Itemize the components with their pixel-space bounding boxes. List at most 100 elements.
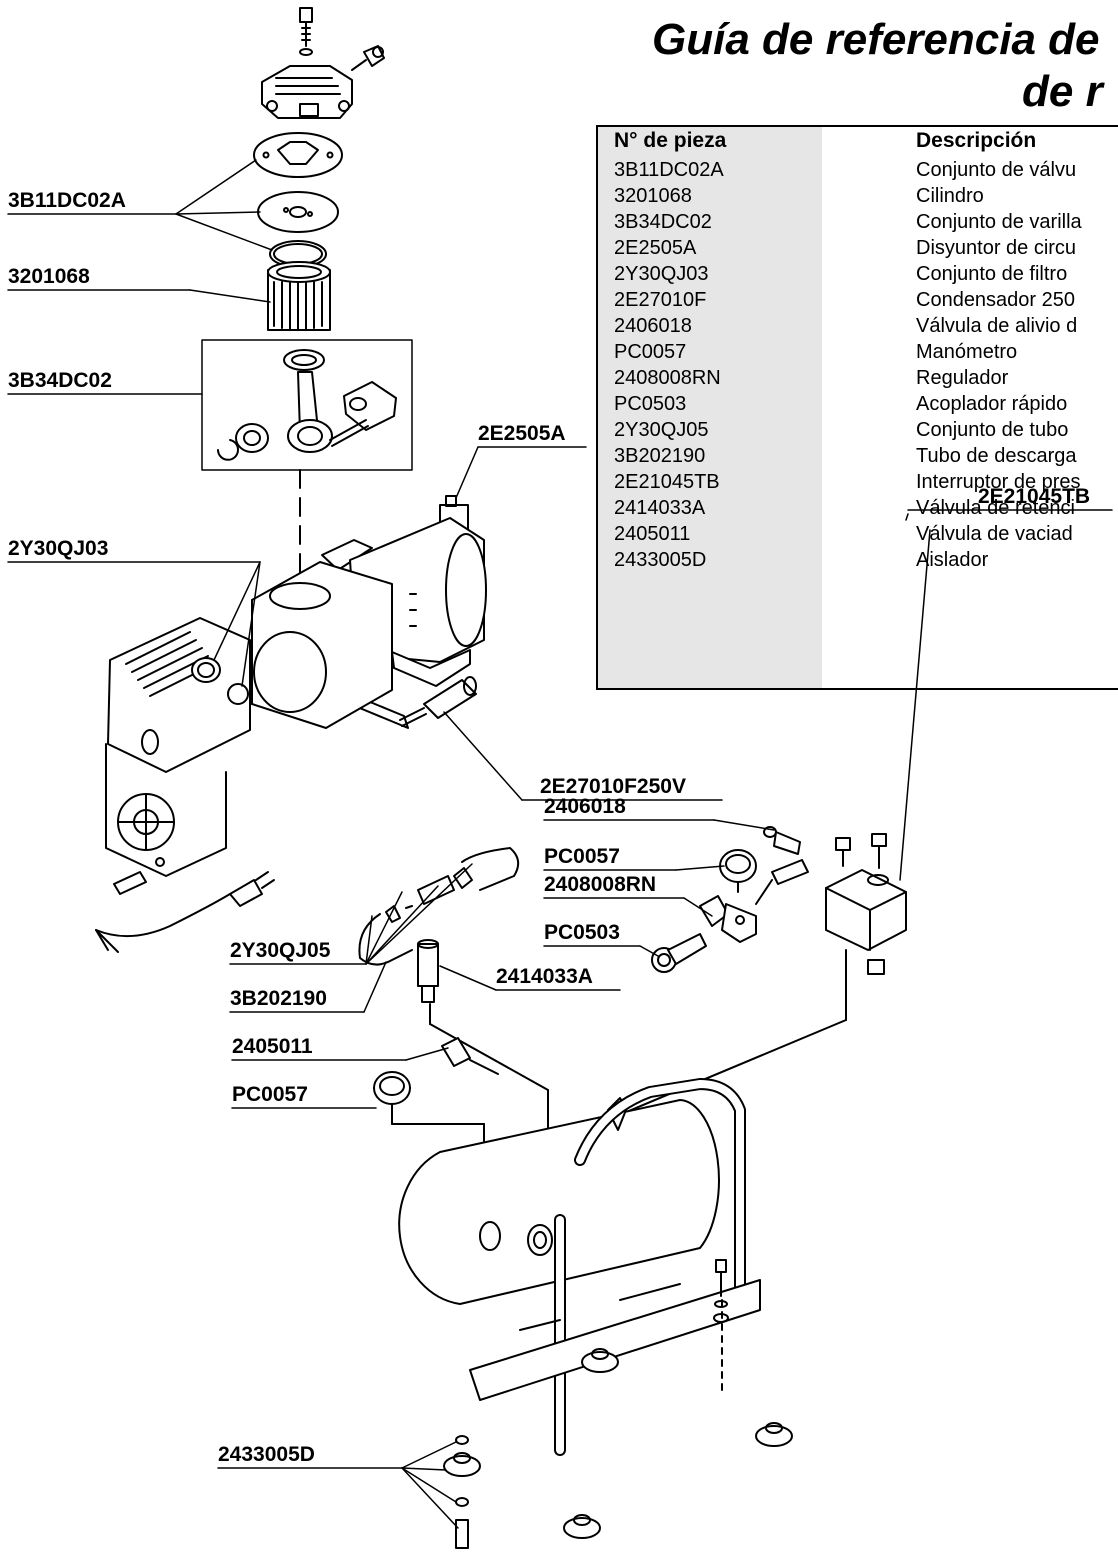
- part-description: Conjunto de tubo: [916, 419, 1069, 441]
- part-description: Disyuntor de circu: [916, 237, 1077, 259]
- callout-label: PC0503: [544, 921, 620, 944]
- page-title-line-1: Guía de referencia de: [652, 15, 1100, 64]
- part-description: Condensador 250: [916, 289, 1076, 311]
- callout-label: 3B202190: [230, 987, 327, 1010]
- callout-label: 2408008RN: [544, 873, 657, 896]
- callout-label: 2405011: [232, 1035, 313, 1058]
- isolator-stack: [443, 1435, 481, 1549]
- roll-frame: [469, 1078, 761, 1456]
- part-number: 3B202190: [614, 445, 706, 467]
- part-description: Tubo de descarga: [916, 445, 1077, 467]
- elbow-fitting: [351, 45, 385, 71]
- rubber-feet: [563, 1348, 793, 1539]
- callout-label: 3201068: [8, 265, 90, 288]
- crankcase: [251, 561, 393, 729]
- table-row: 2E2505A Disyuntor de circu: [598, 235, 1118, 261]
- table-row: 3B202190 Tubo de descarga: [598, 443, 1118, 469]
- callout-label: 3B34DC02: [8, 369, 112, 392]
- table-row: 2Y30QJ05 Conjunto de tubo: [598, 417, 1118, 443]
- page-title-line-2: de r: [1022, 67, 1103, 116]
- cover-screw: [113, 871, 147, 895]
- table-row: 3B34DC02 Conjunto de varilla: [598, 209, 1118, 235]
- connecting-rod-group-box: [201, 339, 413, 471]
- manifold-nipple: [755, 859, 809, 905]
- callout-label: 2Y30QJ03: [8, 537, 109, 560]
- crank-cover-and-fan-shroud: [105, 617, 251, 877]
- check-valve: [417, 939, 439, 1003]
- part-description: Aislador: [916, 549, 989, 571]
- callout-label: 2414033A: [496, 965, 593, 988]
- leader-lines: [7, 159, 1113, 1529]
- callout-label: 2E21045TB: [978, 485, 1091, 508]
- table-row: 3B11DC02A Conjunto de válvu: [598, 157, 1118, 183]
- callout-label: PC0057: [232, 1083, 308, 1106]
- callout-label: 2Y30QJ05: [230, 939, 331, 962]
- part-description: Conjunto de varilla: [916, 211, 1082, 233]
- part-number: 2E27010F: [614, 289, 707, 311]
- table-row: 2406018 Válvula de alivio d: [598, 313, 1118, 339]
- callout-label: 2E27010F250V: [540, 775, 686, 798]
- filter-elements: [191, 657, 249, 705]
- part-description: Conjunto de filtro: [916, 263, 1068, 285]
- part-number: 2Y30QJ05: [614, 419, 709, 441]
- table-row: 2408008RN Regulador: [598, 365, 1118, 391]
- table-row: 3201068 Cilindro: [598, 183, 1118, 209]
- part-number: PC0057: [614, 341, 687, 363]
- part-number: 2433005D: [614, 549, 707, 571]
- table-row: 2405011 Válvula de vaciad: [598, 521, 1118, 547]
- finned-cylinder: [267, 261, 331, 331]
- table-row: 2E27010F Condensador 250: [598, 287, 1118, 313]
- quick-coupler: [651, 933, 707, 973]
- regulator: [699, 895, 757, 943]
- part-number: 3B11DC02A: [614, 159, 724, 181]
- part-number: 2405011: [614, 523, 691, 545]
- part-description: Válvula de vaciad: [916, 523, 1073, 545]
- head-bolt: [299, 7, 313, 56]
- column-header-description: Descripción: [916, 129, 1037, 152]
- column-header-part-number: N° de pieza: [614, 129, 727, 152]
- table-row: PC0057 Manómetro: [598, 339, 1118, 365]
- cylinder-head: [261, 65, 353, 119]
- callout-label: 2433005D: [218, 1443, 315, 1466]
- part-description: Regulador: [916, 367, 1009, 389]
- part-number: 2Y30QJ03: [614, 263, 709, 285]
- table-row: 2414033A Válvula de retenci: [598, 495, 1118, 521]
- part-description: Cilindro: [916, 185, 984, 207]
- capacitor: [399, 676, 477, 727]
- table-row: 2433005D Aislador: [598, 547, 1118, 573]
- part-number: PC0503: [614, 393, 687, 415]
- parts-table: N° de pieza Descripción 3B11DC02A Conjunt…: [596, 125, 1118, 690]
- table-rows: 3B11DC02A Conjunto de válvu 3201068 Cilind…: [598, 157, 1118, 573]
- connecting-rod-assembly: [217, 349, 397, 461]
- relief-valve: [763, 826, 801, 855]
- callout-label: 3B11DC02A: [8, 189, 126, 212]
- part-description: Conjunto de válvu: [916, 159, 1077, 181]
- part-number: 2414033A: [614, 497, 706, 519]
- part-description: Interruptor de pres: [916, 471, 1081, 493]
- part-number: 2408008RN: [614, 367, 721, 389]
- pressure-gauge-top: [719, 849, 757, 893]
- callout-label: 2E2505A: [478, 422, 566, 445]
- air-tank: [398, 1097, 720, 1305]
- drain-valve: [441, 1037, 499, 1075]
- part-number-column-shade: [598, 127, 822, 688]
- table-row: 2E21045TB Interruptor de pres: [598, 469, 1118, 495]
- power-cord: [95, 871, 275, 953]
- pressure-switch: [825, 833, 907, 975]
- part-number: 3B34DC02: [614, 211, 712, 233]
- part-number: 2E2505A: [614, 237, 697, 259]
- part-description: Válvula de retenci: [916, 497, 1075, 519]
- part-number: 2406018: [614, 315, 692, 337]
- tank-bolt: [713, 1259, 729, 1323]
- valve-plate-gasket: [253, 132, 343, 178]
- part-description: Válvula de alivio d: [916, 315, 1078, 337]
- part-number: 2E21045TB: [614, 471, 720, 493]
- part-description: Manómetro: [916, 341, 1018, 363]
- callout-label: 2406018: [544, 795, 626, 818]
- part-number: 3201068: [614, 185, 692, 207]
- callout-label: PC0057: [544, 845, 620, 868]
- table-row: 2Y30QJ03 Conjunto de filtro: [598, 261, 1118, 287]
- valve-plate: [257, 191, 339, 233]
